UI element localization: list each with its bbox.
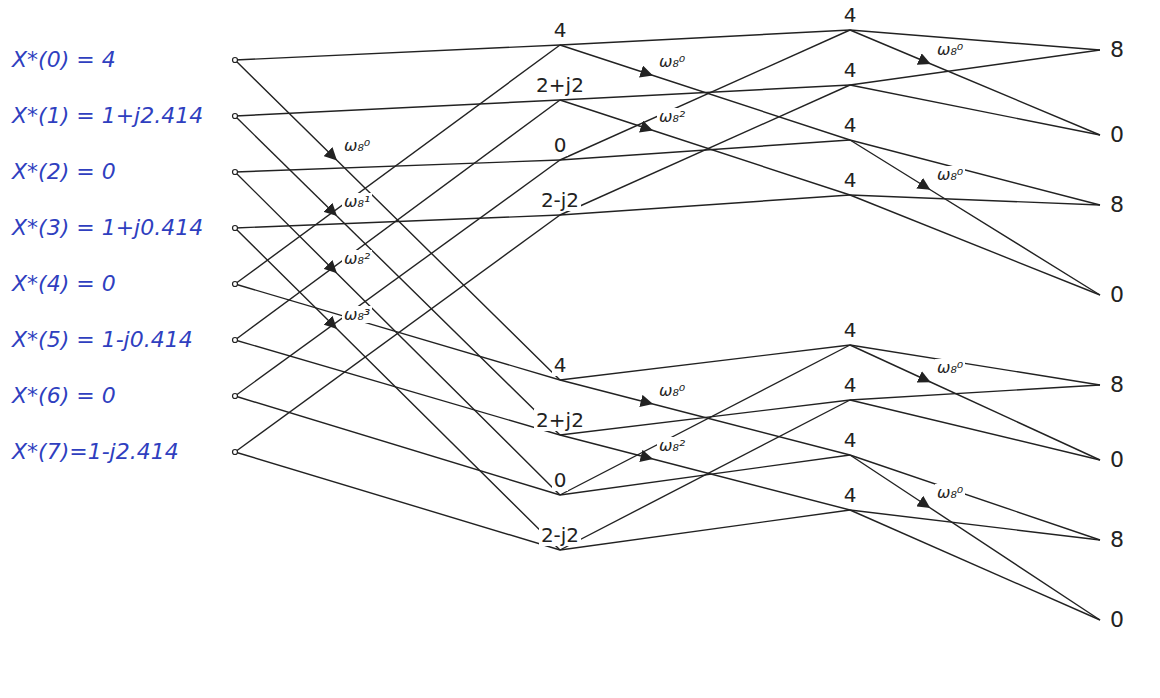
stage-value: 4 — [842, 114, 859, 136]
input-dots — [233, 58, 238, 455]
twiddle-factor: ω₈⁰ — [935, 484, 965, 502]
output-value: 0 — [1110, 283, 1124, 307]
input-value: X*(4) = 0 — [12, 272, 116, 296]
stage-value: 4 — [842, 169, 859, 191]
input-value: X*(3) = 1+j0.414 — [12, 216, 203, 240]
output-value: 0 — [1110, 123, 1124, 147]
twiddle-factor: ω₈⁰ — [935, 359, 965, 377]
stage-value: 2-j2 — [539, 189, 581, 211]
output-value: 0 — [1110, 448, 1124, 472]
stage-value: 4 — [842, 374, 859, 396]
input-value: X*(7)=1-j2.414 — [12, 440, 179, 464]
output-value: 8 — [1110, 193, 1124, 217]
stage-value: 4 — [842, 4, 859, 26]
twiddle-factor: ω₈² — [657, 108, 687, 126]
output-value: 8 — [1110, 528, 1124, 552]
twiddle-factor: ω₈⁰ — [342, 137, 372, 155]
twiddle-factor: ω₈⁰ — [935, 41, 965, 59]
stage-value: 2+j2 — [534, 74, 586, 96]
stage-value: 0 — [552, 469, 569, 491]
stage-value: 4 — [552, 19, 569, 41]
twiddle-factor: ω₈² — [657, 437, 687, 455]
twiddle-factor: ω₈² — [342, 250, 372, 268]
butterfly-lines — [235, 30, 1100, 620]
input-value: X*(2) = 0 — [12, 160, 116, 184]
stage-value: 0 — [552, 134, 569, 156]
input-value: X*(1) = 1+j2.414 — [12, 104, 203, 128]
twiddle-factor: ω₈⁰ — [935, 166, 965, 184]
twiddle-factor: ω₈⁰ — [657, 382, 687, 400]
output-value: 0 — [1110, 608, 1124, 632]
twiddle-factor: ω₈¹ — [342, 193, 372, 211]
stage-value: 4 — [552, 354, 569, 376]
input-value: X*(5) = 1-j0.414 — [12, 328, 193, 352]
stage-value: 4 — [842, 484, 859, 506]
stage-value: 2-j2 — [539, 524, 581, 546]
output-value: 8 — [1110, 38, 1124, 62]
stage-value: 2+j2 — [534, 409, 586, 431]
input-value: X*(6) = 0 — [12, 384, 116, 408]
stage-value: 4 — [842, 59, 859, 81]
twiddle-factor: ω₈⁰ — [657, 53, 687, 71]
output-value: 8 — [1110, 373, 1124, 397]
stage-value: 4 — [842, 319, 859, 341]
input-value: X*(0) = 4 — [12, 48, 116, 72]
stage-value: 4 — [842, 429, 859, 451]
twiddle-factor: ω₈³ — [342, 306, 372, 324]
